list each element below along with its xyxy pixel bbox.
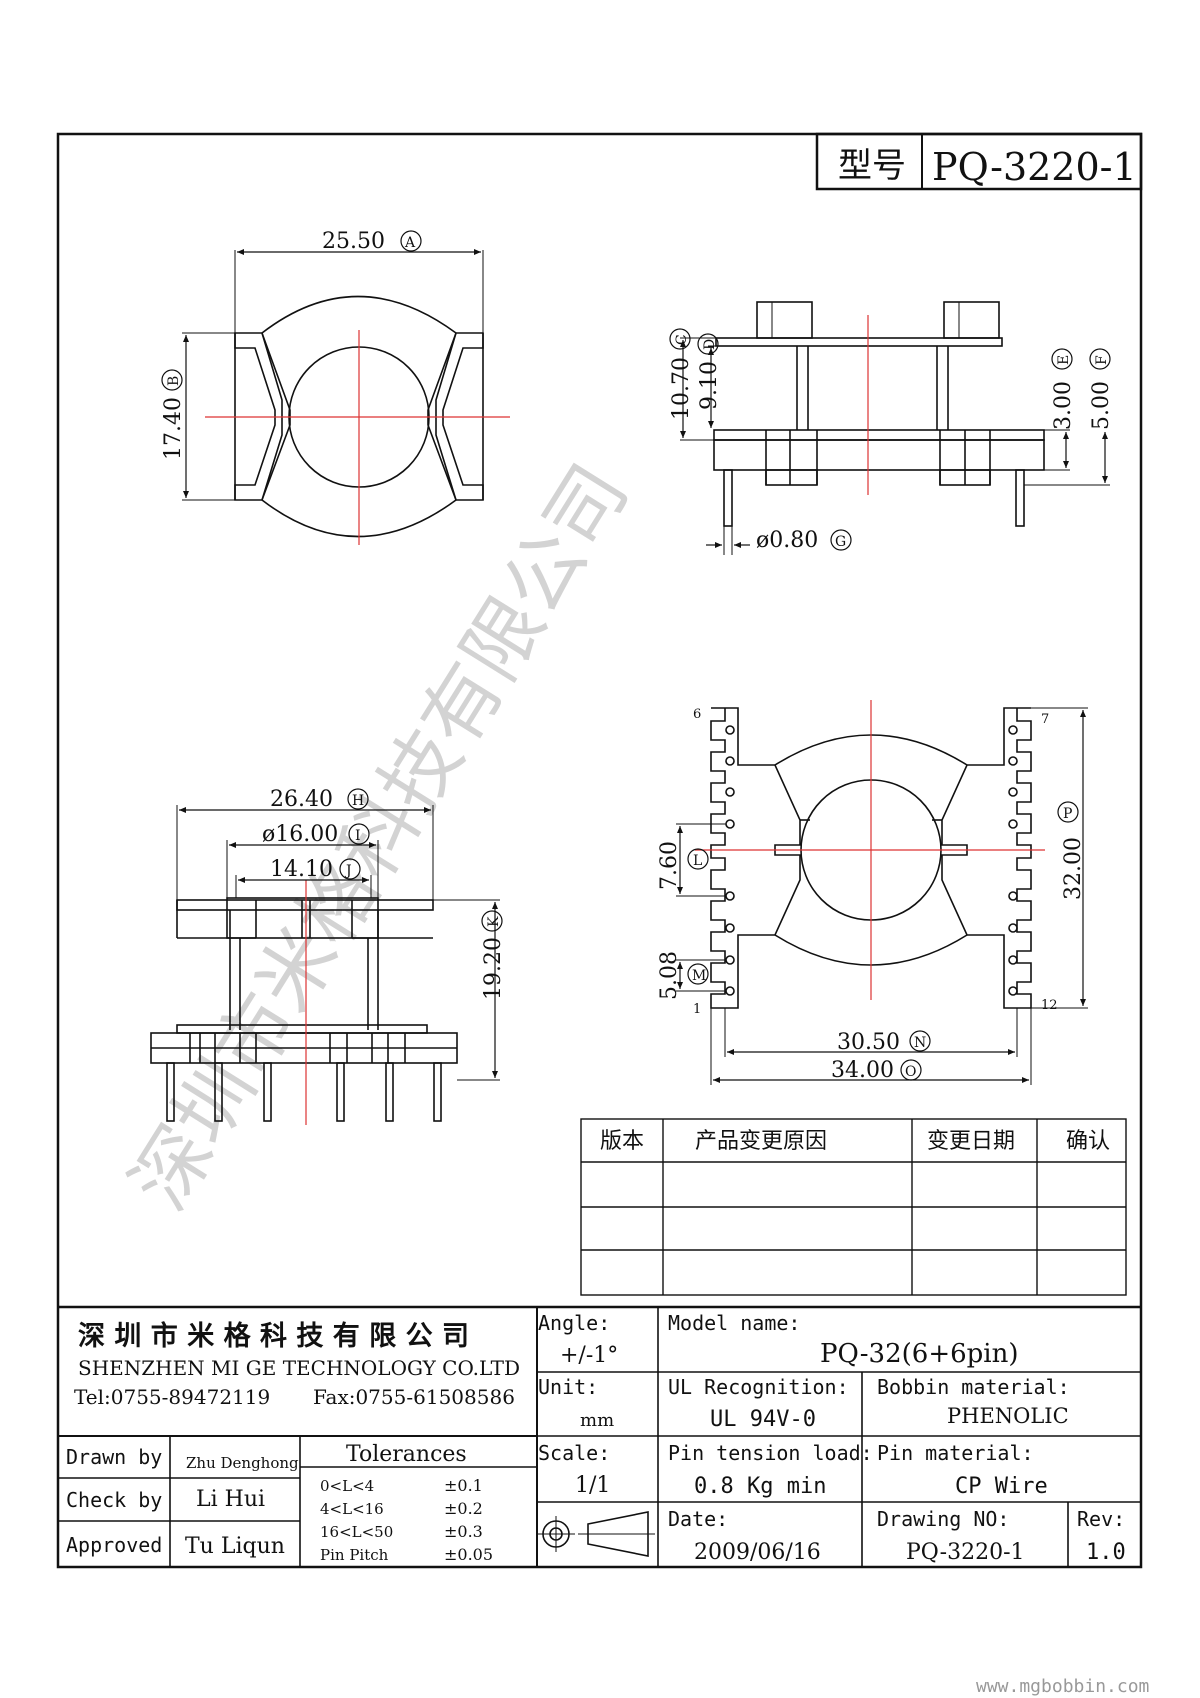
- tag-k: K: [486, 916, 502, 927]
- dim-c: 10.70: [669, 357, 694, 420]
- tag-a: A: [404, 235, 416, 251]
- tol-range-4: Pin Pitch: [320, 1546, 389, 1564]
- dim-j: 14.10: [270, 857, 333, 882]
- watermark: 深圳市米格科技有限公司: [115, 450, 646, 1225]
- tag-d: D: [702, 339, 718, 350]
- footer-url: www.mgbobbin.com: [976, 1676, 1149, 1697]
- dim-d: 9.10: [697, 361, 722, 410]
- tol-value-1: ±0.1: [444, 1476, 483, 1495]
- angle-label: Angle:: [538, 1311, 610, 1335]
- company-name-en: SHENZHEN MI GE TECHNOLOGY CO.LTD: [78, 1356, 520, 1380]
- drawn-by-value: Zhu Denghong: [186, 1454, 299, 1472]
- rev-label: Rev:: [1077, 1507, 1125, 1531]
- tag-i: I: [355, 828, 361, 844]
- pin-6-label: 6: [693, 707, 701, 722]
- front-view: [150, 805, 500, 1125]
- model-name-label: Model name:: [668, 1311, 800, 1335]
- drawing-no-value: PQ-3220-1: [906, 1540, 1025, 1565]
- date-value: 2009/06/16: [694, 1540, 821, 1565]
- dim-g: ø0.80: [756, 528, 818, 553]
- sheet-border: [56, 132, 1143, 1569]
- company-tel: Tel:0755-89472119: [74, 1385, 270, 1409]
- tag-g: G: [835, 534, 846, 550]
- tol-value-2: ±0.2: [444, 1499, 483, 1518]
- tag-b: B: [166, 376, 182, 386]
- title-block: [58, 1305, 1141, 1567]
- drawn-by-label: Drawn by: [66, 1445, 162, 1469]
- unit-value: mm: [580, 1410, 614, 1431]
- tag-j: J: [344, 863, 352, 879]
- top-view: [182, 249, 510, 545]
- pin-tension-value: 0.8 Kg min: [694, 1474, 826, 1499]
- dim-a: 25.50: [322, 229, 385, 254]
- unit-label: Unit:: [538, 1375, 598, 1399]
- drawing-no-label: Drawing NO:: [877, 1507, 1009, 1531]
- tag-n: N: [914, 1035, 926, 1051]
- tag-c: C: [674, 334, 690, 345]
- check-by-label: Check by: [66, 1488, 162, 1512]
- tag-e: E: [1056, 355, 1072, 365]
- pin-material-value: CP Wire: [955, 1474, 1048, 1499]
- ul-value: UL 94V-0: [710, 1407, 816, 1432]
- pin-12-label: 12: [1041, 998, 1058, 1013]
- revision-table: [580, 1118, 1127, 1296]
- dim-e: 3.00: [1051, 381, 1076, 430]
- tol-range-3: 16<L<50: [320, 1523, 393, 1541]
- bobbin-label: Bobbin material:: [877, 1375, 1070, 1399]
- angle-value: +/-1°: [560, 1343, 618, 1368]
- scale-label: Scale:: [538, 1441, 610, 1465]
- pin-7-label: 7: [1041, 712, 1049, 727]
- rev-header-reason: 产品变更原因: [695, 1129, 827, 1154]
- dim-n: 30.50: [837, 1030, 900, 1055]
- bobbin-value: PHENOLIC: [947, 1404, 1069, 1428]
- model-title-box: 型号 PQ-3220-1: [815, 132, 1143, 191]
- model-name-value: PQ-32(6+6pin): [820, 1339, 1019, 1369]
- tag-p: P: [1063, 806, 1072, 822]
- tolerances-title: Tolerances: [346, 1442, 467, 1467]
- pin-tension-label: Pin tension load:: [668, 1441, 873, 1465]
- dim-m: 5.08: [657, 951, 682, 1000]
- side-view: [680, 301, 1110, 555]
- dim-b: 17.40: [161, 397, 186, 460]
- company-fax: Fax:0755-61508586: [313, 1385, 515, 1409]
- dim-h: 26.40: [270, 787, 333, 812]
- company-name-cn: 深 圳 市 米 格 科 技 有 限 公 司: [78, 1320, 469, 1352]
- check-by-value: Li Hui: [196, 1487, 265, 1512]
- tol-range-1: 0<L<4: [320, 1477, 374, 1495]
- dim-p: 32.00: [1061, 837, 1086, 900]
- rev-header-confirm: 确认: [1066, 1129, 1110, 1154]
- tag-f: F: [1094, 355, 1110, 365]
- tol-value-3: ±0.3: [444, 1522, 483, 1541]
- rev-header-date: 变更日期: [927, 1129, 1015, 1154]
- approved-label: Approved: [66, 1533, 162, 1557]
- pin-1-label: 1: [693, 1002, 701, 1017]
- pin-material-label: Pin material:: [877, 1441, 1034, 1465]
- tag-h: H: [352, 793, 364, 809]
- pin-view: [676, 700, 1088, 1085]
- tag-o: O: [905, 1064, 916, 1080]
- rev-header-version: 版本: [600, 1129, 644, 1154]
- rev-value: 1.0: [1086, 1540, 1126, 1565]
- tol-value-4: ±0.05: [444, 1545, 493, 1564]
- dim-o: 34.00: [831, 1058, 894, 1083]
- tol-range-2: 4<L<16: [320, 1500, 384, 1518]
- dim-k: 19.20: [481, 937, 506, 1000]
- model-label: 型号: [838, 146, 906, 186]
- tag-a-circle: [400, 230, 422, 252]
- dim-f: 5.00: [1089, 381, 1114, 430]
- dim-l: 7.60: [657, 841, 682, 890]
- svg-text:深圳市米格科技有限公司: 深圳市米格科技有限公司: [115, 450, 646, 1225]
- scale-value: 1/1: [575, 1473, 610, 1498]
- approved-value: Tu Liqun: [185, 1534, 285, 1559]
- tag-m: M: [692, 968, 706, 984]
- date-label: Date:: [668, 1507, 728, 1531]
- dim-i: ø16.00: [262, 822, 338, 847]
- model-value: PQ-3220-1: [932, 145, 1137, 189]
- ul-label: UL Recognition:: [668, 1375, 849, 1399]
- tag-l: L: [693, 853, 702, 869]
